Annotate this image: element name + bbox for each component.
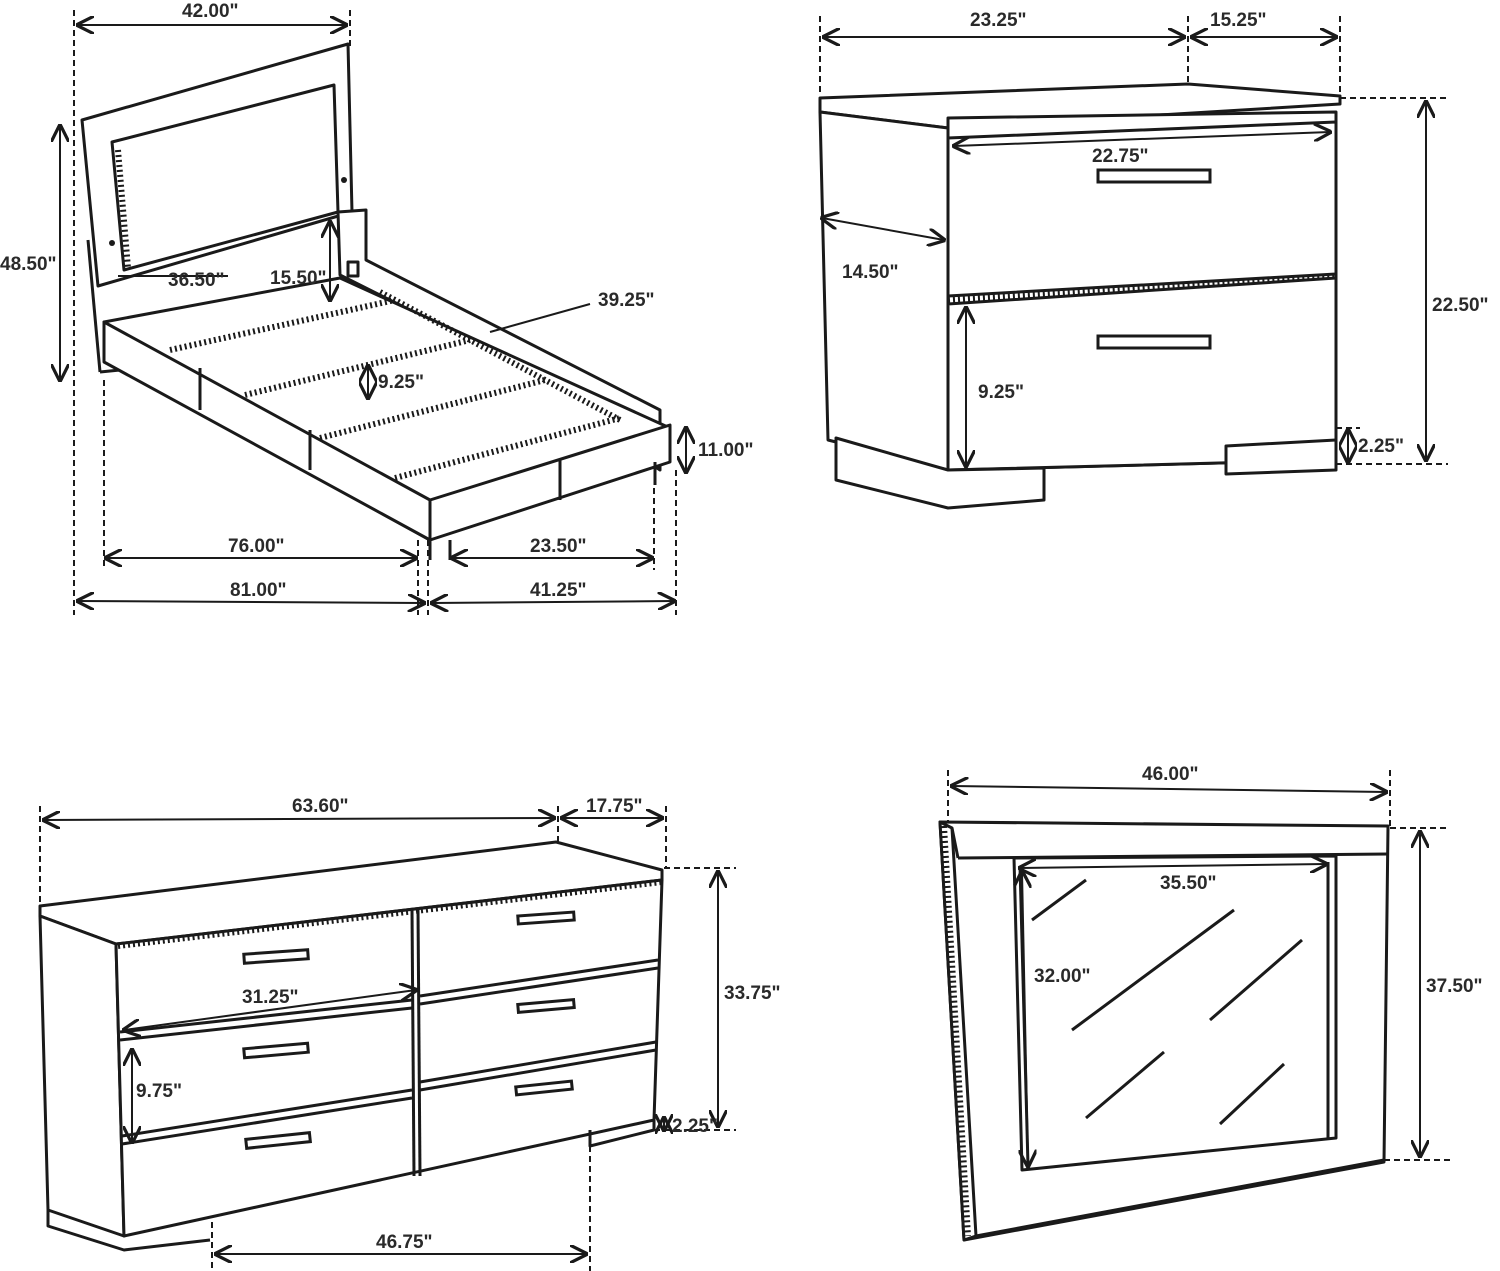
bed-headboard-panel-width-label: 36.50" bbox=[168, 270, 225, 291]
dresser-handle-5 bbox=[516, 997, 576, 1015]
bed-headboard-panel-height-label: 15.50" bbox=[270, 268, 327, 289]
nightstand-handle-top bbox=[1096, 168, 1212, 184]
nightstand-height-label: 22.50" bbox=[1432, 295, 1489, 316]
nightstand-drawer-bottom bbox=[946, 276, 1338, 472]
dresser-handle-1 bbox=[242, 948, 310, 965]
dresser-handle-6 bbox=[514, 1079, 574, 1097]
mirror-height-label: 37.50" bbox=[1426, 976, 1483, 997]
bed-footboard-height-label: 11.00" bbox=[698, 440, 754, 461]
dresser-drawer-width-label: 31.25" bbox=[242, 987, 299, 1008]
dresser-height-label: 33.75" bbox=[724, 983, 781, 1004]
dresser-depth-label: 17.75" bbox=[586, 796, 643, 817]
nightstand-drawer-width-label: 22.75" bbox=[1092, 146, 1149, 167]
nightstand-handle-bottom bbox=[1096, 334, 1212, 350]
bed-overall-width-label: 41.25" bbox=[530, 580, 587, 601]
nightstand-drawing: 23.25" 15.25" 22.75" 14.50" 22.50" 9.25"… bbox=[818, 10, 1489, 510]
bed-rail-width-label: 39.25" bbox=[598, 290, 655, 311]
bed-inner-length-label: 76.00" bbox=[228, 536, 285, 557]
dresser-width-label: 63.60" bbox=[292, 796, 349, 817]
nightstand-leg-height-label: 2.25" bbox=[1358, 436, 1404, 457]
dresser-handle-3 bbox=[244, 1131, 312, 1150]
nightstand-side-depth-label: 14.50" bbox=[842, 262, 899, 283]
mirror-glass-width-label: 35.50" bbox=[1160, 873, 1217, 894]
dresser-front bbox=[114, 878, 664, 1238]
nightstand-width-label: 23.25" bbox=[970, 10, 1027, 31]
bed-total-height-label: 48.50" bbox=[0, 254, 57, 275]
dresser-side bbox=[38, 914, 126, 1238]
mirror-drawing: 46.00" 35.50" 32.00" 37.50" bbox=[938, 764, 1483, 1242]
bed-slat-gap-label: 9.25" bbox=[378, 372, 424, 393]
dresser-handle-4 bbox=[516, 910, 576, 926]
bed-overall-length-label: 81.00" bbox=[230, 580, 287, 601]
bed-headboard-width-label: 42.00" bbox=[182, 1, 239, 22]
dresser-handle-2 bbox=[242, 1041, 310, 1060]
mirror-width-label: 46.00" bbox=[1142, 764, 1199, 785]
nightstand-base-left bbox=[834, 436, 1046, 510]
dresser-leg-spacing-label: 46.75" bbox=[376, 1232, 433, 1253]
nightstand-drawer-height-label: 9.25" bbox=[978, 382, 1024, 403]
dresser-leg-height-label: 2.25" bbox=[672, 1116, 718, 1137]
dresser-drawer-height-label: 9.75" bbox=[136, 1081, 182, 1102]
nightstand-depth-label: 15.25" bbox=[1210, 10, 1267, 31]
mirror-glass-height-label: 32.00" bbox=[1034, 966, 1091, 987]
bed-drawing: 42.00" 48.50" 36.50" 15.50" 39.25" 9.25"… bbox=[0, 1, 754, 615]
bed-frame-foot bbox=[428, 423, 672, 542]
nightstand-base-right bbox=[1224, 438, 1338, 476]
dresser-drawing: 63.60" 17.75" 31.25" 33.75" 9.75" 2.25" … bbox=[38, 796, 781, 1271]
nightstand-side bbox=[818, 110, 950, 472]
bed-leg-spacing-label: 23.50" bbox=[530, 536, 587, 557]
